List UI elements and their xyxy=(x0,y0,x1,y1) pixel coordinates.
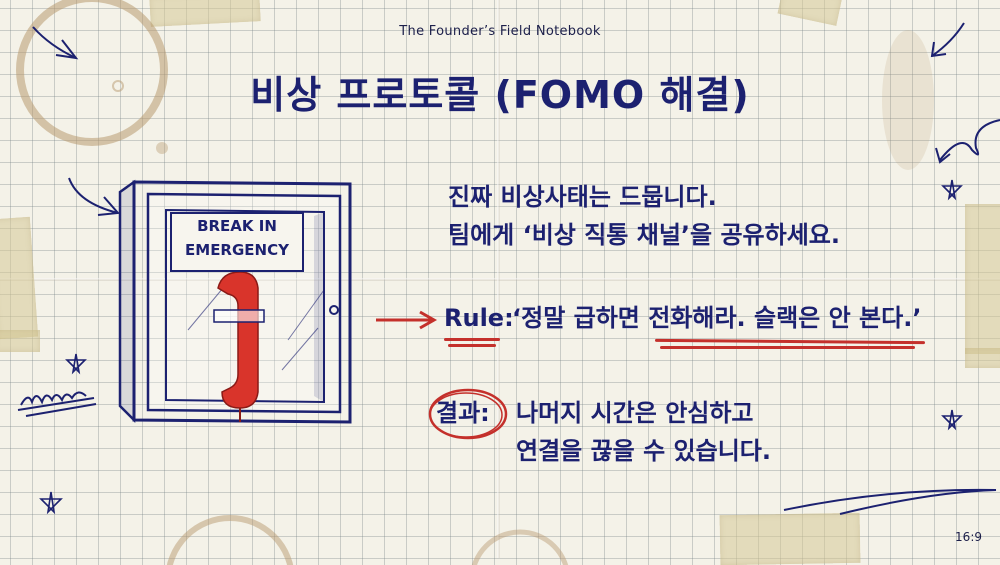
aspect-ratio-label: 16:9 xyxy=(955,530,982,544)
star-doodle-right-bottom xyxy=(941,409,963,431)
tape-left-top xyxy=(0,330,40,352)
emergency-cabinet-illustration: BREAK IN EMERGENCY xyxy=(118,170,368,430)
sign-line-1: BREAK IN xyxy=(197,217,277,235)
break-in-emergency-sign: BREAK IN EMERGENCY xyxy=(170,212,304,272)
cabinet-frame xyxy=(118,179,352,424)
coffee-stain-top-left xyxy=(16,0,168,154)
paper-fold-vertical xyxy=(497,0,500,558)
tape-bottom-right xyxy=(719,512,861,565)
rule-label: Rule: xyxy=(444,304,514,332)
arrow-doodle-top-right xyxy=(930,22,965,58)
coffee-stain-bottom-left xyxy=(166,515,294,565)
curly-arrow-doodle-right xyxy=(935,119,1000,164)
red-circle-highlight xyxy=(428,388,508,440)
rule-text-underline-2 xyxy=(660,346,915,349)
star-doodle-left-top xyxy=(65,353,87,375)
result-line-2: 연결을 끊을 수 있습니다. xyxy=(516,437,771,465)
scribble-doodle-left xyxy=(17,391,97,417)
tape-top-right xyxy=(777,0,843,26)
star-doodle-right-top xyxy=(941,179,963,201)
rule-text: ‘정말 급하면 전화해라. 슬랙은 안 본다.’ xyxy=(512,304,922,332)
swoosh-doodle-bottom-right xyxy=(783,488,997,515)
result-label: 결과: xyxy=(436,399,490,427)
paper-fold-horizontal xyxy=(0,278,1000,281)
tape-right-middle xyxy=(965,204,1000,354)
smudge-top-right xyxy=(882,30,934,170)
intro-line-2: 팀에게 ‘비상 직통 채널’을 공유하세요. xyxy=(448,221,840,249)
sign-line-2: EMERGENCY xyxy=(185,241,289,259)
tape-left-middle xyxy=(0,216,39,340)
rule-text-underline xyxy=(654,338,926,345)
red-arrow-icon xyxy=(376,310,438,330)
notebook-title: The Founder’s Field Notebook xyxy=(399,24,601,39)
slide-title: 비상 프로토콜 (FOMO 해결) xyxy=(250,73,750,117)
tape-right-top xyxy=(965,348,1000,368)
arrow-doodle-left-curve xyxy=(68,177,121,216)
result-line-1: 나머지 시간은 안심하고 xyxy=(516,399,754,427)
rule-label-underline-2 xyxy=(448,344,496,347)
intro-line-1: 진짜 비상사태는 드뭅니다. xyxy=(448,183,717,211)
arrow-doodle-top-left xyxy=(32,26,79,60)
star-doodle-left-bottom xyxy=(39,491,63,515)
rule-label-underline xyxy=(444,338,500,341)
coffee-stain-bottom-middle xyxy=(471,529,569,565)
